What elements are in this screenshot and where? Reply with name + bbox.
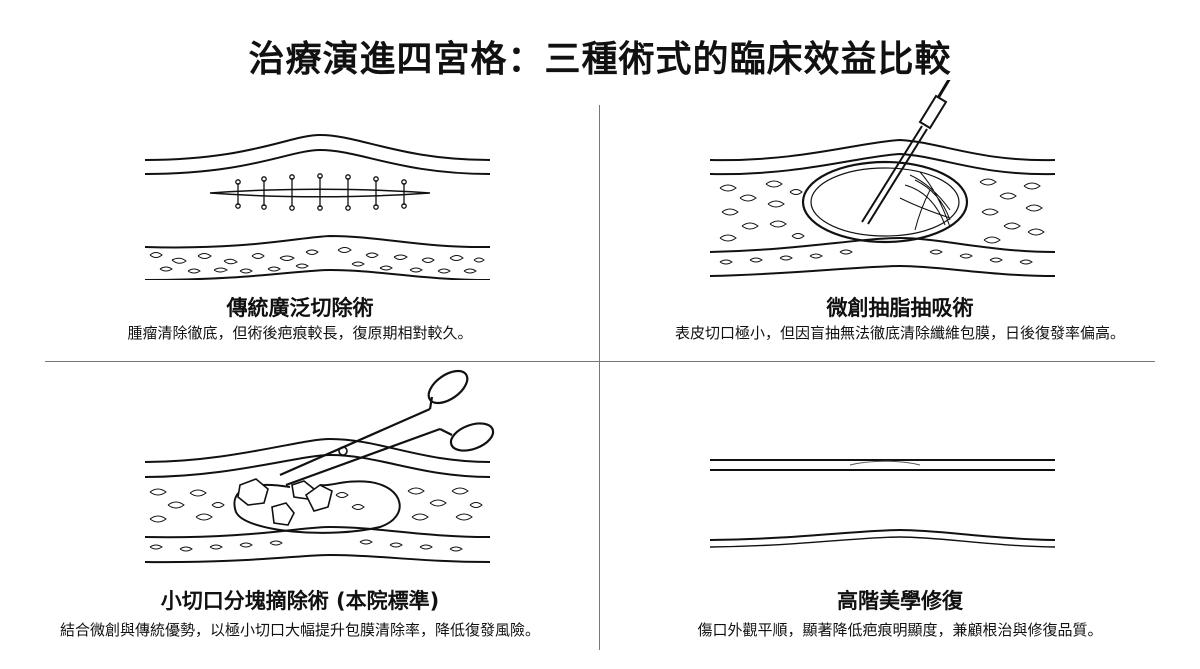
page-title: 治療演進四宮格：三種術式的臨床效益比較: [0, 30, 1200, 82]
panel-wide-excision: 傳統廣泛切除術 腫瘤清除徹底，但術後疤痕較長，復原期相對較久。: [0, 80, 600, 370]
panel-description: 結合微創與傳統優勢，以極小切口大幅提升包膜清除率，降低復發風險。: [0, 619, 600, 640]
piecemeal-excision-illustration: [0, 367, 600, 567]
panel-description: 傷口外觀平順，顯著降低疤痕明顯度，兼顧根治與修復品質。: [600, 619, 1200, 640]
panel-heading: 高階美學修復: [600, 585, 1200, 615]
panel-heading: 傳統廣泛切除術: [0, 292, 600, 322]
liposuction-illustration: [600, 80, 1200, 280]
panel-description: 腫瘤清除徹底，但術後疤痕較長，復原期相對較久。: [0, 322, 600, 343]
aesthetic-restoration-illustration: [600, 367, 1200, 567]
panel-piecemeal-excision: 小切口分塊摘除術 (本院標準) 結合微創與傳統優勢，以極小切口大幅提升包膜清除率…: [0, 367, 600, 657]
panel-description: 表皮切口極小，但因盲抽無法徹底清除纖維包膜，日後復發率偏高。: [600, 322, 1200, 343]
panel-liposuction: 微創抽脂抽吸術 表皮切口極小，但因盲抽無法徹底清除纖維包膜，日後復發率偏高。: [600, 80, 1200, 370]
panel-aesthetic-restoration: 高階美學修復 傷口外觀平順，顯著降低疤痕明顯度，兼顧根治與修復品質。: [600, 367, 1200, 657]
panel-heading: 微創抽脂抽吸術: [600, 292, 1200, 322]
panel-heading: 小切口分塊摘除術 (本院標準): [0, 585, 600, 615]
wide-excision-illustration: [0, 80, 600, 280]
